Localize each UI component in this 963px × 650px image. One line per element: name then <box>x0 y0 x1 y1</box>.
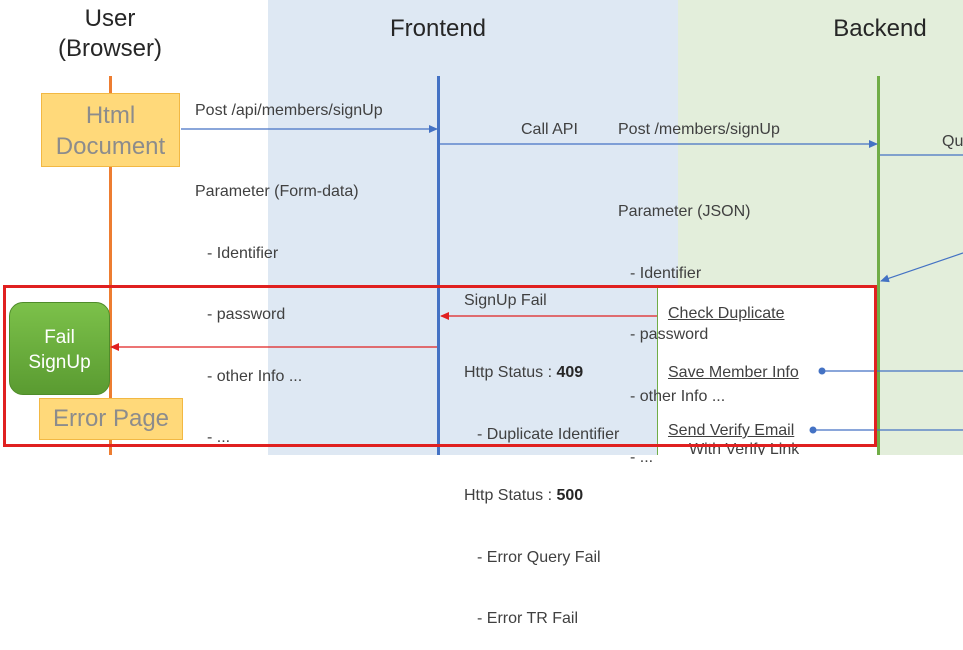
send-verify-email-link[interactable]: Send Verify Email <box>668 422 795 439</box>
html-document-line2: Document <box>55 133 166 160</box>
save-member-info-link[interactable]: Save Member Info <box>668 364 799 381</box>
status-500-label: Http Status : <box>464 487 557 504</box>
call-api-label: Call API <box>521 121 578 138</box>
json-param-item: - Identifier <box>630 264 702 282</box>
status-500-line: Http Status : 500 <box>464 486 619 507</box>
arrows-layer <box>110 125 963 434</box>
user-lifeline <box>109 76 112 455</box>
error-page-box: Error Page <box>39 398 183 440</box>
frontend-lifeline <box>437 76 440 455</box>
html-document-box: Html Document <box>41 93 180 167</box>
error-highlight-box <box>3 285 877 447</box>
form-param-item: - Identifier <box>207 244 279 262</box>
browser-post-label: Post /api/members/signUp <box>195 102 383 119</box>
json-param-item: - other Info ... <box>630 387 726 405</box>
query-label-fragment: Qu <box>942 133 963 150</box>
status-409-reason: - Duplicate Identifier <box>477 425 620 443</box>
frontend-lane-title: Frontend <box>389 15 487 42</box>
json-param-item: - password <box>630 326 709 343</box>
backend-lane-title: Backend <box>833 15 927 42</box>
fail-signup-box: Fail SignUp <box>9 302 110 395</box>
signup-fail-label: SignUp Fail <box>464 292 547 309</box>
user-title-line2: (Browser) <box>57 35 162 62</box>
status-500-reason-2: - Error TR Fail <box>477 610 579 627</box>
fail-signup-line1: Fail <box>44 327 75 348</box>
form-param-item: - password <box>207 306 286 323</box>
user-lane-title: User (Browser) <box>30 4 190 64</box>
html-document-line1: Html <box>85 102 136 129</box>
fail-signup-line2: SignUp <box>28 352 91 373</box>
form-params-block: Parameter (Form-data) - Identifier - pas… <box>195 141 359 469</box>
form-params-title: Parameter (Form-data) <box>195 183 359 200</box>
json-params-block: Parameter (JSON) - Identifier - password… <box>618 161 750 489</box>
form-param-item: - ... <box>207 429 231 446</box>
save-member-dot <box>818 367 826 375</box>
user-title-line1: User <box>84 5 136 32</box>
check-duplicate-link[interactable]: Check Duplicate <box>668 305 785 322</box>
status-409-line: Http Status : 409 <box>464 363 619 384</box>
arrow-return-to-backend <box>880 252 963 283</box>
status-500-reason-1: - Error Query Fail <box>477 548 601 566</box>
form-param-item: - other Info ... <box>207 367 303 385</box>
backend-lifeline <box>877 76 880 455</box>
frontend-lane <box>268 0 678 455</box>
status-409-label: Http Status : <box>464 364 557 381</box>
send-email-dot <box>809 426 817 434</box>
status-500-code: 500 <box>556 487 584 504</box>
status-409-code: 409 <box>556 364 584 381</box>
backend-post-label: Post /members/signUp <box>618 121 780 138</box>
json-params-title: Parameter (JSON) <box>618 203 751 220</box>
